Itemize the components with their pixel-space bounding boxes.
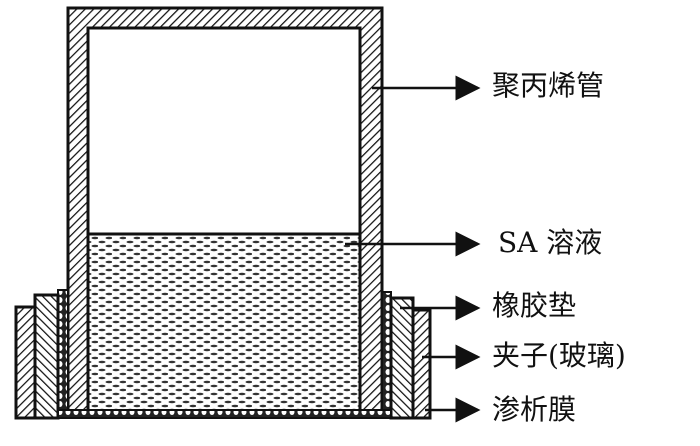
label-clamp: 夹子(玻璃) <box>492 339 626 372</box>
dialysis-membrane <box>57 409 392 419</box>
glass-clamp <box>14 293 432 420</box>
label-solution: SA 溶液 <box>498 226 603 259</box>
solution <box>86 232 362 412</box>
label-membrane: 渗析膜 <box>492 393 577 426</box>
label-gasket: 橡胶垫 <box>492 289 577 322</box>
label-tube: 聚丙烯管 <box>492 69 605 102</box>
leader-arrows <box>345 75 481 423</box>
